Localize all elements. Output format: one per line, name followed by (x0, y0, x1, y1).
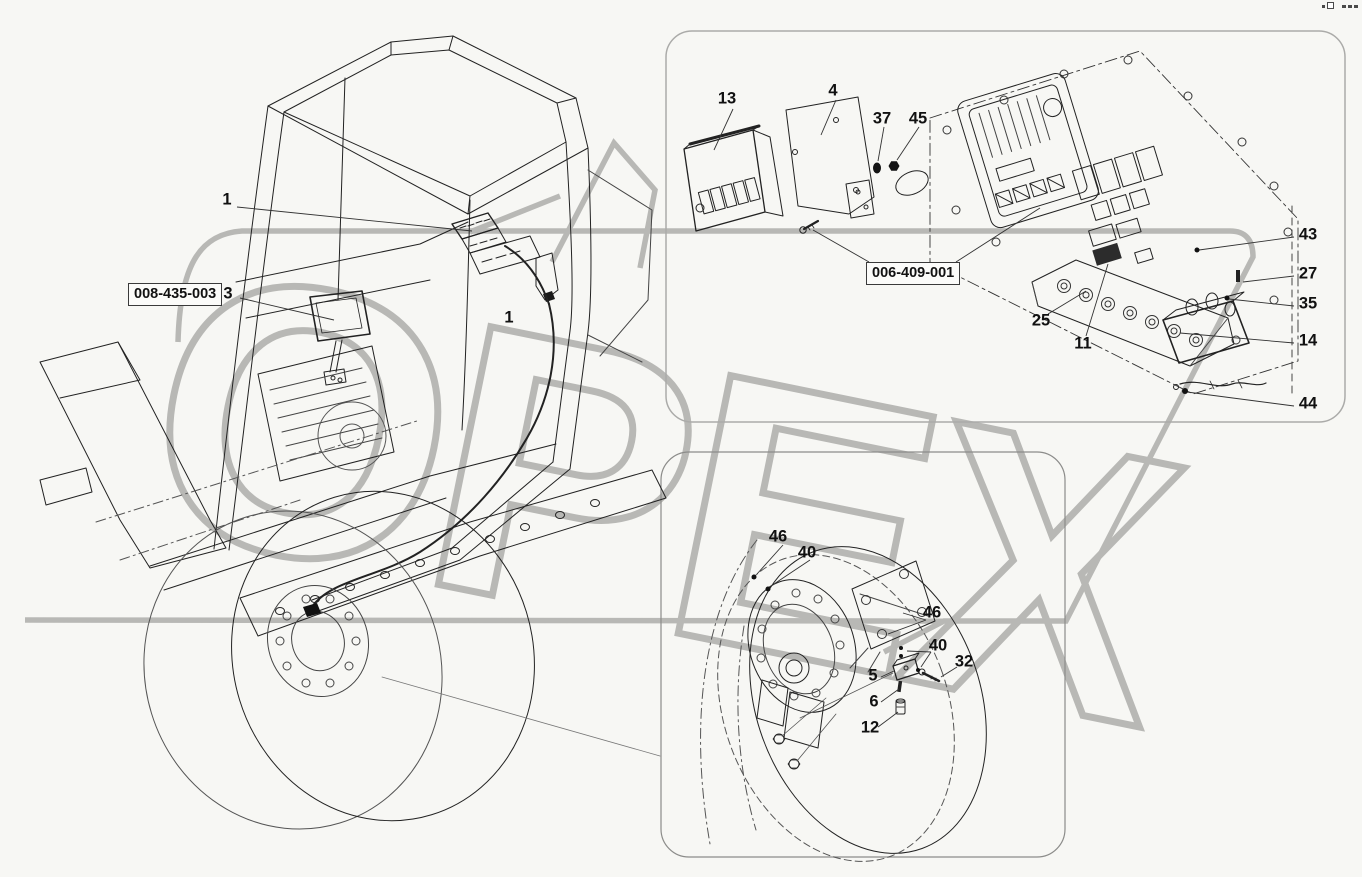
callout-6: 6 (869, 692, 879, 711)
callout-3: 3 (223, 284, 233, 303)
callout-13: 13 (717, 89, 737, 108)
callout-27: 27 (1298, 264, 1318, 283)
part-number-label-006-409-001: 006-409-001 (866, 262, 961, 285)
callout-40-lower: 40 (928, 636, 948, 655)
electrical-detail-panel (665, 30, 1346, 423)
dot-square-icon (1348, 5, 1352, 8)
machine-line-art (39, 35, 667, 830)
callout-44: 44 (1298, 394, 1318, 413)
callout-46-lower: 46 (922, 603, 942, 622)
callout-37: 37 (872, 109, 892, 128)
callout-5: 5 (868, 666, 878, 685)
electrical-panel-art (683, 50, 1299, 397)
callout-35: 35 (1298, 294, 1318, 313)
callout-11: 11 (1074, 334, 1092, 353)
callout-1-harness: 1 (504, 308, 514, 327)
drum-panel-art (700, 539, 987, 862)
drum-detail-panel (660, 451, 1066, 858)
callout-12: 12 (860, 718, 880, 737)
dot-square-icon (1354, 5, 1358, 8)
callout-25: 25 (1031, 311, 1051, 330)
callout-32: 32 (954, 652, 974, 671)
part-number-label-008-435-003: 008-435-003 (128, 283, 223, 306)
watermark-opex: OPEX (24, 138, 1256, 811)
callout-40-upper: 40 (797, 543, 817, 562)
mini-square-icon (1322, 5, 1325, 8)
callout-1-cab: 1 (222, 190, 232, 209)
callout-43: 43 (1298, 225, 1318, 244)
small-square-outline-icon (1327, 2, 1334, 9)
corner-icons (1322, 2, 1358, 10)
callout-46-upper: 46 (768, 527, 788, 546)
dot-square-icon (1342, 5, 1346, 8)
callout-leaders (236, 99, 1295, 728)
callout-14: 14 (1298, 331, 1318, 350)
callout-45: 45 (908, 109, 928, 128)
callout-4: 4 (828, 81, 838, 100)
